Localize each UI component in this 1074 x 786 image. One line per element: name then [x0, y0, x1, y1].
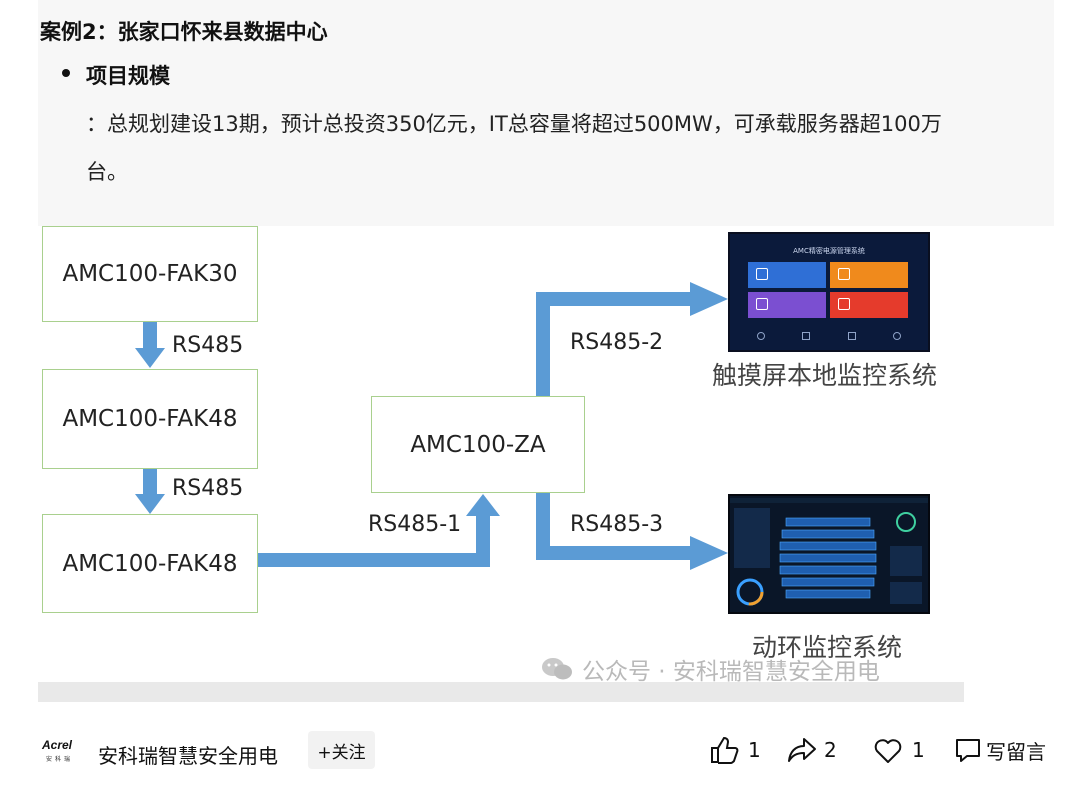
logo-brand-text: Acrel	[42, 738, 73, 752]
env-dashboard-graphic	[730, 498, 928, 606]
wechat-icon	[542, 658, 572, 680]
touch-screen-title: AMC精密电源管理系统	[793, 247, 865, 255]
account-avatar-logo[interactable]: Acrel 安科瑞	[40, 730, 88, 774]
ts-bottom-bar	[738, 332, 920, 344]
ts-tile-blue	[748, 262, 826, 288]
touch-screen-caption: 触摸屏本地监控系统	[712, 361, 938, 390]
arrow-shaft-2	[143, 468, 157, 496]
arrow-head-1	[135, 348, 165, 368]
like-count: 1	[748, 738, 761, 762]
arrow-head-4	[690, 282, 728, 316]
arrow-shaft-3b	[476, 514, 490, 567]
arrow-shaft-4b	[536, 292, 696, 306]
body-line-2: 台。	[86, 160, 128, 184]
link-label-rs485-2: RS485-2	[570, 330, 664, 355]
share-button[interactable]: 2	[786, 735, 837, 765]
share-count: 2	[824, 738, 837, 762]
heart-icon	[874, 739, 902, 763]
follow-button[interactable]: +关注	[308, 731, 375, 769]
arrow-shaft-5b	[536, 546, 696, 560]
logo-sub-text: 安科瑞	[46, 757, 74, 763]
env-monitor-thumbnail	[728, 494, 930, 614]
link-label-rs485-3: RS485-3	[570, 512, 664, 537]
touch-screen-thumbnail: AMC精密电源管理系统	[728, 232, 930, 352]
comment-label: 写留言	[986, 739, 1046, 764]
thumbs-up-icon	[711, 736, 739, 764]
account-name[interactable]: 安科瑞智慧安全用电	[98, 744, 278, 768]
article-background	[38, 0, 1054, 226]
comment-icon	[956, 739, 980, 762]
favorite-button[interactable]: 1	[872, 735, 925, 765]
arrow-shaft-5a	[536, 492, 550, 560]
case-title: 案例2：张家口怀来县数据中心	[40, 20, 328, 44]
arrow-shaft-1	[143, 322, 157, 350]
device-box-fak48-a: AMC100-FAK48	[42, 369, 258, 469]
link-label-rs485-a: RS485	[172, 333, 244, 358]
link-label-rs485-1: RS485-1	[368, 512, 462, 537]
watermark-text: 公众号 · 安科瑞智慧安全用电	[582, 659, 880, 685]
arrow-shaft-3a	[256, 553, 490, 567]
ts-tile-red	[830, 292, 908, 318]
ts-tile-orange	[830, 262, 908, 288]
bullet-title: 项目规模	[86, 64, 170, 88]
device-box-za: AMC100-ZA	[371, 396, 585, 493]
comment-button[interactable]: 写留言	[954, 735, 1046, 765]
arrow-shaft-4a	[536, 292, 550, 396]
device-box-fak48-b: AMC100-FAK48	[42, 514, 258, 613]
arrow-head-5	[690, 536, 728, 570]
arrow-head-3	[466, 494, 500, 516]
env-monitor-caption: 动环监控系统	[752, 633, 903, 662]
arrow-head-2	[135, 494, 165, 514]
link-label-rs485-b: RS485	[172, 476, 244, 501]
bullet-dot	[62, 69, 70, 77]
article-footer-bar	[0, 702, 1074, 786]
ts-tile-purple	[748, 292, 826, 318]
wechat-watermark: 公众号 · 安科瑞智慧安全用电	[540, 652, 880, 686]
project-scale-text: ：总规划建设13期，预计总投资350亿元，IT总容量将超过500MW，可承载服务…	[86, 100, 1046, 196]
like-button[interactable]: 1	[708, 735, 761, 765]
favorite-count: 1	[912, 738, 925, 762]
image-bottom-strip	[38, 682, 964, 702]
device-box-fak30: AMC100-FAK30	[42, 226, 258, 322]
body-line-1: ：总规划建设13期，预计总投资350亿元，IT总容量将超过500MW，可承载服务…	[86, 112, 942, 136]
share-arrow-icon	[788, 738, 816, 762]
